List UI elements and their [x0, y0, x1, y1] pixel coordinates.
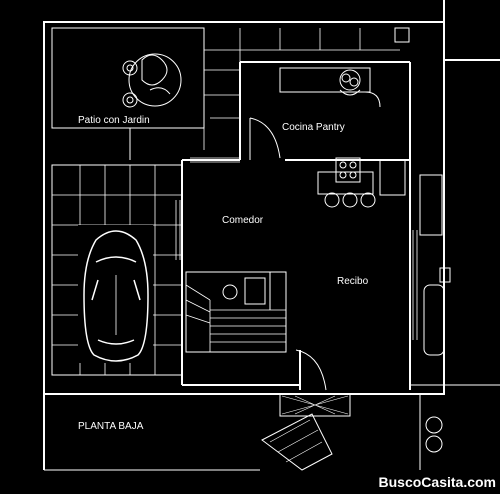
entry — [261, 349, 351, 471]
kitchen-island — [317, 157, 376, 208]
stool-icon — [324, 192, 340, 208]
entry-mat — [279, 393, 351, 417]
plant-icon — [122, 53, 182, 108]
interior-walls — [181, 61, 411, 390]
plant-icon — [425, 435, 443, 453]
plant-icon — [425, 416, 443, 434]
floor-label: PLANTA BAJA — [78, 421, 144, 432]
sink-icon — [222, 284, 238, 300]
stairs — [185, 271, 287, 353]
stool-icon — [342, 192, 358, 208]
door-swing — [295, 349, 327, 391]
room-label-living: Recibo — [337, 276, 369, 287]
bottom-boundary — [44, 393, 421, 471]
watermark: BuscoCasita.com — [343, 470, 500, 494]
patio-area — [51, 27, 400, 160]
toilet-icon — [244, 277, 266, 305]
door-swing — [364, 91, 381, 108]
appliance-icon — [394, 27, 410, 43]
garage — [51, 164, 183, 376]
room-label-dining: Comedor — [222, 215, 264, 226]
room-label-patio: Patio con Jardin — [78, 115, 150, 126]
entry-steps — [261, 413, 333, 471]
door-swing — [249, 117, 281, 159]
room-label-kitchen: Cocina Pantry — [282, 122, 345, 133]
car-icon — [78, 225, 153, 363]
windows — [175, 157, 418, 340]
sink-icon — [339, 69, 361, 91]
stool-icon — [360, 192, 376, 208]
kitchen-fixtures — [249, 27, 410, 196]
right-wing — [410, 174, 500, 453]
